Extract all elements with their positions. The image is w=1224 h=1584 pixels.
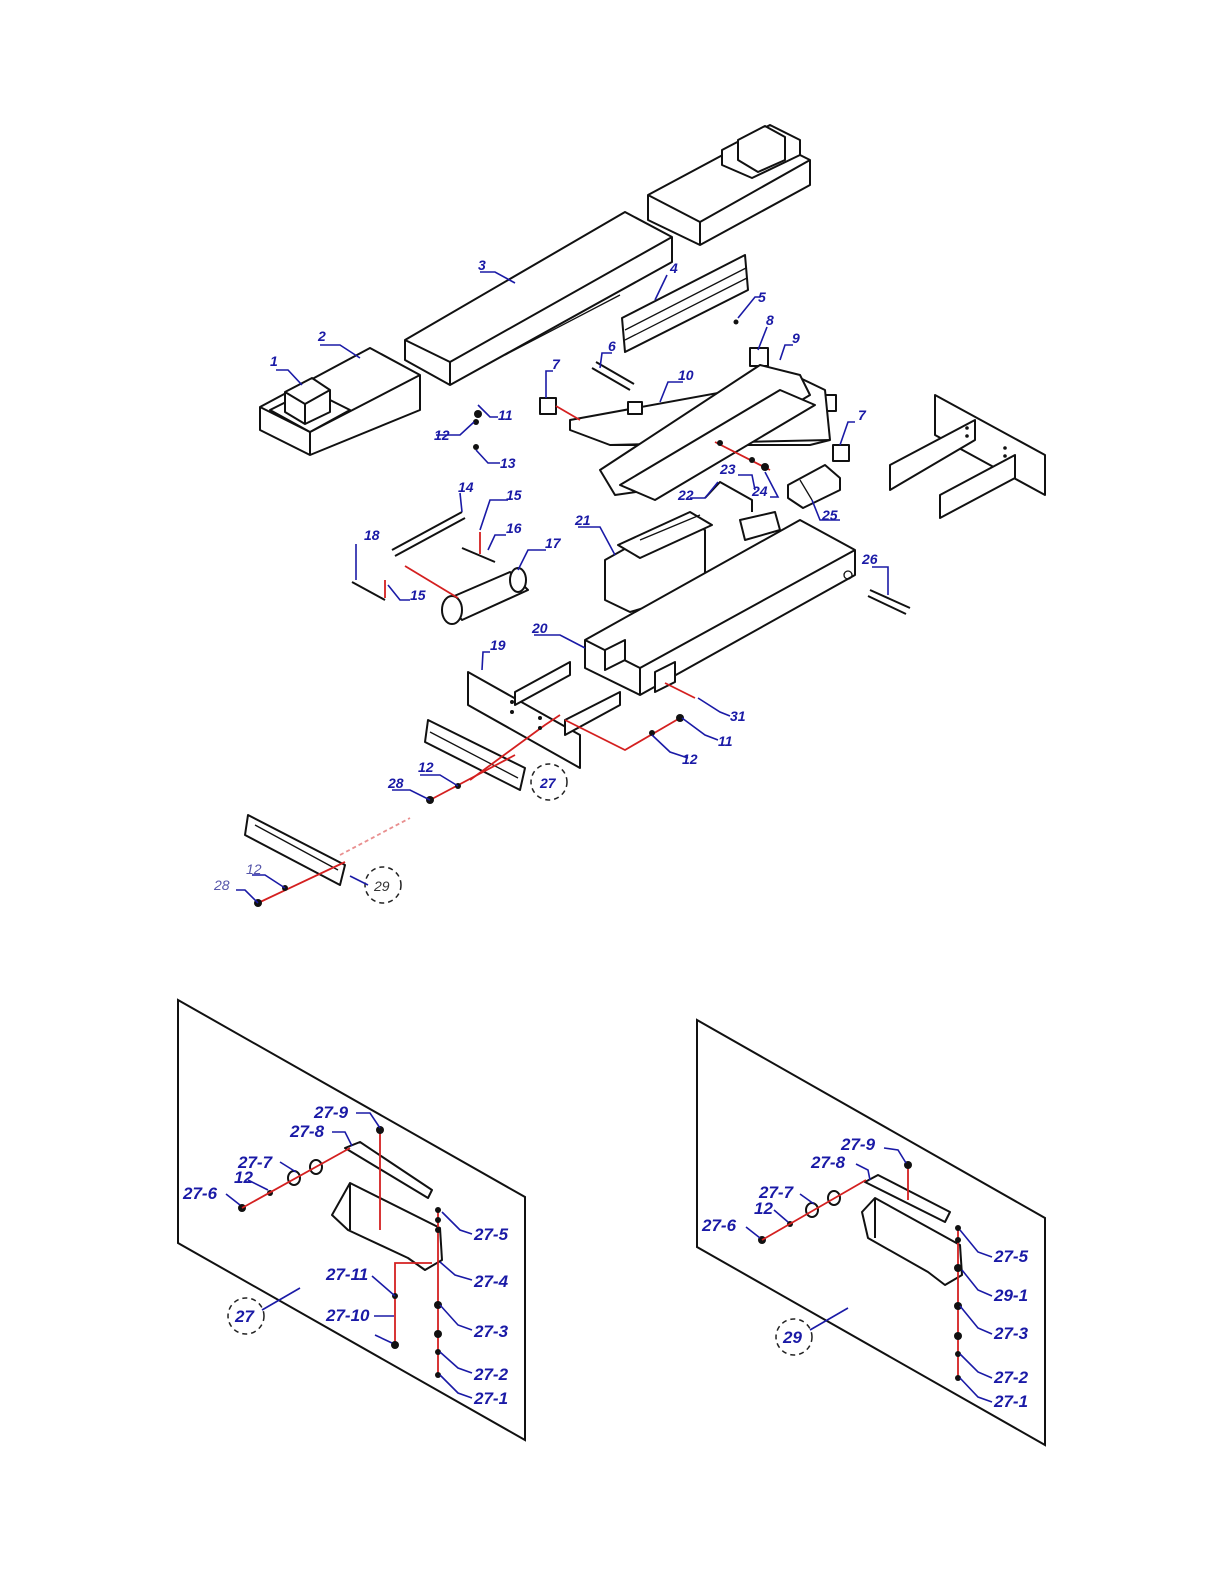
label-part: 5: [758, 289, 766, 305]
label-part: 21: [574, 512, 591, 528]
label-part: 13: [500, 455, 516, 471]
label-part: 11: [718, 733, 733, 749]
label-detail: 27-6: [701, 1216, 737, 1235]
label-part: 28: [213, 877, 230, 893]
part-handle-22: [705, 482, 780, 540]
label-detail: 12: [234, 1168, 253, 1187]
label-part: 2: [317, 328, 326, 344]
label-part: 24: [751, 483, 768, 499]
detail-panel-29: 27-9 27-8 27-7 12 27-6 27-5 29-1 27-3 27…: [697, 1020, 1045, 1445]
label-detail: 27-3: [473, 1322, 509, 1341]
label-callout: 27: [234, 1307, 255, 1326]
label-part: 31: [730, 708, 746, 724]
label-part: 1: [270, 353, 278, 369]
label-detail: 27-4: [473, 1272, 509, 1291]
label-detail: 29-1: [993, 1286, 1028, 1305]
label-detail: 27-2: [993, 1368, 1029, 1387]
label-callout: 29: [373, 878, 390, 894]
label-detail: 27-1: [473, 1389, 508, 1408]
label-part: 12: [246, 861, 262, 877]
label-detail: 27-10: [325, 1306, 370, 1325]
label-part: 15: [506, 487, 522, 503]
label-part: 3: [478, 257, 486, 273]
label-part: 4: [669, 260, 678, 276]
label-part: 26: [861, 551, 878, 567]
label-callout: 29: [782, 1328, 802, 1347]
label-detail: 27-2: [473, 1365, 509, 1384]
label-part: 28: [387, 775, 404, 791]
label-part: 19: [490, 637, 506, 653]
label-detail: 27-3: [993, 1324, 1029, 1343]
label-part: 8: [766, 312, 774, 328]
label-detail: 27-8: [810, 1153, 846, 1172]
label-detail: 27-5: [473, 1225, 509, 1244]
label-part: 14: [458, 479, 474, 495]
label-part: 12: [418, 759, 434, 775]
label-part: 9: [792, 330, 800, 346]
label-part: 16: [506, 520, 522, 536]
part-pin-6: [592, 362, 634, 390]
label-part: 15: [410, 587, 426, 603]
label-part: 23: [719, 461, 736, 477]
label-detail: 27-6: [182, 1184, 218, 1203]
part-runway: [405, 212, 672, 385]
part-end-cap-right: [648, 125, 810, 245]
part-back-plate: [890, 395, 1045, 518]
part-scissor-arms: [570, 365, 830, 500]
label-part: 17: [545, 535, 562, 551]
label-detail: 12: [754, 1199, 773, 1218]
label-detail: 27-1: [993, 1392, 1028, 1411]
label-detail: 27-9: [840, 1135, 876, 1154]
label-part: 20: [531, 620, 548, 636]
part-bracket-25: [788, 465, 840, 508]
label-part: 12: [434, 427, 450, 443]
label-detail: 27-9: [313, 1103, 349, 1122]
label-part: 11: [498, 407, 513, 423]
label-part: 6: [608, 338, 616, 354]
label-detail: 27-5: [993, 1247, 1029, 1266]
label-part: 7: [552, 356, 561, 372]
label-part: 7: [858, 407, 867, 423]
label-part: 18: [364, 527, 380, 543]
detail-panel-27: 27-9 27-8 27-7 12 27-6 27-5 27-4 27-11 2…: [178, 1000, 525, 1440]
label-detail: 27-8: [289, 1122, 325, 1141]
label-part: 12: [682, 751, 698, 767]
part-27-assembly: [425, 720, 525, 790]
label-part: 25: [821, 507, 838, 523]
label-part: 22: [677, 487, 694, 503]
label-detail: 27-11: [325, 1265, 368, 1284]
part-end-cap-left: [260, 348, 420, 455]
label-callout: 27: [539, 775, 557, 791]
label-part: 10: [678, 367, 694, 383]
part-pin-26: [868, 590, 910, 614]
